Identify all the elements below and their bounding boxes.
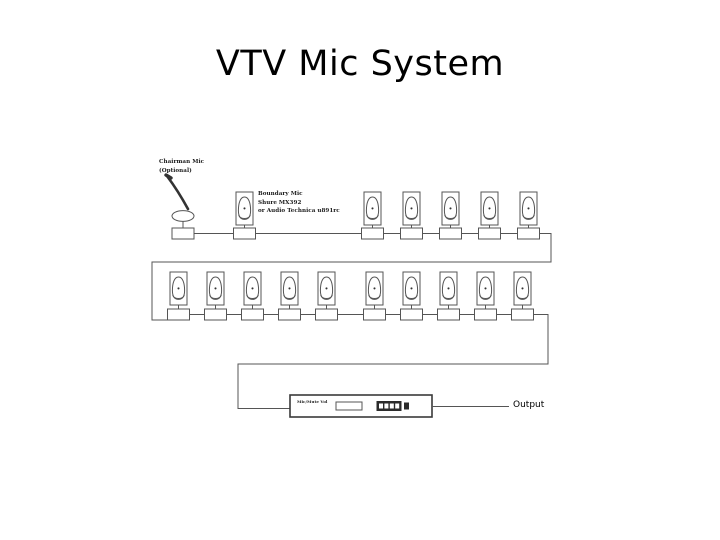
row2-mic-3 xyxy=(241,271,264,321)
row2-mic-8 xyxy=(437,271,460,321)
boundary-mic-label-line1: Boundary Mic xyxy=(258,191,303,197)
row2-mic-2 xyxy=(204,271,227,321)
mixer-label: Mic/Mute Vol xyxy=(297,399,328,404)
row2-mic-1 xyxy=(167,271,190,321)
row1-mic-5 xyxy=(478,191,501,240)
row2-mic-7 xyxy=(400,271,423,321)
boundary-mic-label-line3: or Audio Technica u891rc xyxy=(258,208,340,215)
row2-mic-4 xyxy=(278,271,301,321)
row1-to-row2-wire xyxy=(151,233,552,321)
row1-mic-6 xyxy=(517,191,540,240)
output-label: Output xyxy=(513,400,545,410)
mixer-segment-block xyxy=(376,401,402,411)
row1-mic-2 xyxy=(361,191,384,240)
chairman-mic-label: Chairman Mic (Optional) xyxy=(159,158,204,175)
row1-mic-3 xyxy=(400,191,423,240)
chairman-mic-label-line1: Chairman Mic xyxy=(159,159,205,165)
boundary-mic-label: Boundary Mic Shure MX392 or Audio Techni… xyxy=(258,190,340,216)
row2-mic-9 xyxy=(474,271,497,321)
row2-to-mixer-wire xyxy=(237,314,549,409)
page-title: VTV Mic System xyxy=(215,44,505,84)
row1-mic-4 xyxy=(439,191,462,240)
chairman-mic-label-line2: (Optional) xyxy=(159,167,192,174)
boundary-mic-label-line2: Shure MX392 xyxy=(258,199,302,206)
row1-mic-1 xyxy=(233,191,256,240)
row2-mic-5 xyxy=(315,271,338,321)
row2-mic-6 xyxy=(363,271,386,321)
chairman-mic-assembly xyxy=(164,173,195,240)
row2-mic-10 xyxy=(511,271,534,321)
